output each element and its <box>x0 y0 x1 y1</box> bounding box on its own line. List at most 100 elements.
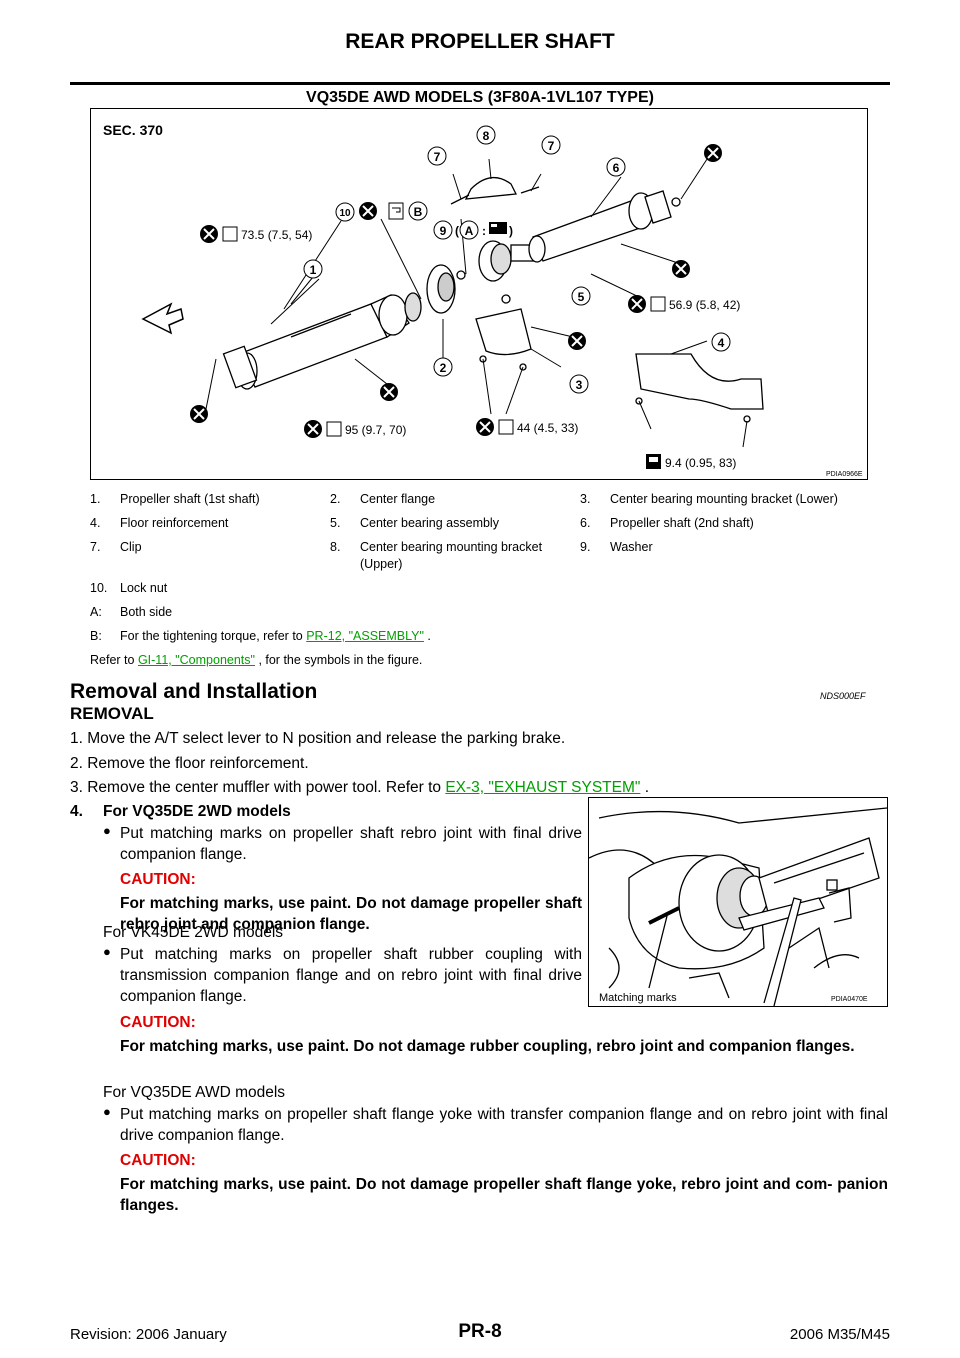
svg-text:7: 7 <box>434 150 441 164</box>
sec-label: SEC. 370 <box>103 122 163 138</box>
legend-row: 1. Propeller shaft (1st shaft) 2. Center… <box>90 488 868 512</box>
legend-num: 8. <box>330 540 341 554</box>
paren-open: ( <box>455 224 459 238</box>
replace-icon-left-bottom <box>190 405 208 423</box>
legend-text: Clip <box>120 540 142 554</box>
legend-row: 7. Clip 8. Center bearing mounting brack… <box>90 536 868 577</box>
legend-num: 6. <box>580 516 591 530</box>
bullet-2: Put matching marks on propeller shaft ru… <box>120 946 582 1005</box>
legend-text: Lock nut <box>120 581 168 595</box>
svg-text:56.9 (5.8, 42): 56.9 (5.8, 42) <box>669 298 740 312</box>
torque-label-1: 73.5 (7.5, 54) <box>200 225 312 243</box>
bullet-icon: ● <box>103 823 111 838</box>
torque-label-5: 9.4 (0.95, 83) <box>646 454 736 470</box>
legend-table: 1. Propeller shaft (1st shaft) 2. Center… <box>90 488 868 601</box>
legend-text: Center bearing assembly <box>360 516 499 530</box>
section-title: VQ35DE AWD MODELS (3F80A-1VL107 TYPE) <box>306 89 654 106</box>
photo-svg: Matching marks PDIA0470E <box>588 807 888 1007</box>
svg-text:8: 8 <box>483 129 490 143</box>
legend-num: 10. <box>90 581 108 595</box>
torque-label-2: 56.9 (5.8, 42) <box>628 295 740 313</box>
callout-8: 8 <box>476 125 496 145</box>
torque-label-4: 44 (4.5, 33) <box>476 418 578 436</box>
torque-icon-b <box>388 202 404 220</box>
legend-text: Propeller shaft (2nd shaft) <box>610 516 754 530</box>
step-3: 3. Remove the center muffler with power … <box>70 779 650 796</box>
link-pr-12-assembly[interactable]: PR-12, "ASSEMBLY" <box>306 629 424 643</box>
link-gi-11-components[interactable]: GI-11, "Components" <box>137 653 255 667</box>
vk45-title: For VK45DE 2WD models <box>103 924 284 941</box>
front-arrow-icon <box>141 302 184 335</box>
matching-marks-photo: Matching marks PDIA0470E <box>588 797 888 1007</box>
floor-reinforcement <box>635 353 764 423</box>
svg-text:B: B <box>414 205 423 219</box>
bullet-1: Put matching marks on propeller shaft re… <box>120 825 582 863</box>
legend-num: 9. <box>580 540 591 554</box>
legend-text: Center bearing mounting bracket (Upper) <box>360 540 543 571</box>
caution-label-2: CAUTION: <box>120 1014 196 1031</box>
symbols-reference: Refer to GI-11, "Components" , for the s… <box>90 653 423 667</box>
svg-text:2: 2 <box>440 361 447 375</box>
callout-6: 6 <box>606 157 626 177</box>
callout-5: 5 <box>571 286 591 306</box>
matching-marks-label: Matching marks <box>599 992 677 1004</box>
footer-model: 2006 M35/M45 <box>789 1326 890 1343</box>
callout-9: 9 <box>433 220 453 240</box>
link-ex-3-exhaust-system[interactable]: EX-3, "EXHAUST SYSTEM" <box>445 779 641 796</box>
legend-num: 1. <box>90 492 101 506</box>
legend-text: Center flange <box>360 492 436 506</box>
legend-num: 5. <box>330 516 341 530</box>
exploded-diagram: .lbl { font-family:"Liberation Sans", sa… <box>90 108 868 480</box>
doc-code: NDS000EF <box>820 691 866 701</box>
paren-close: ) <box>509 224 513 238</box>
photo-code: PDIA0470E <box>831 996 868 1003</box>
legend-num: 3. <box>580 492 591 506</box>
callout-7-left: 7 <box>427 146 447 166</box>
diagram-svg: .lbl { font-family:"Liberation Sans", sa… <box>103 122 863 478</box>
legend-num: 4. <box>90 516 101 530</box>
leader-lines <box>205 152 748 448</box>
legend-text: Washer <box>610 540 653 554</box>
callout-2: 2 <box>433 357 453 377</box>
legend-row: 4. Floor reinforcement 5. Center bearing… <box>90 512 868 536</box>
step-2: 2. Remove the floor reinforcement. <box>70 755 309 772</box>
propeller-shaft-1st <box>222 292 422 390</box>
callout-10: 10 <box>335 202 355 222</box>
svg-text:95 (9.7, 70): 95 (9.7, 70) <box>345 423 406 437</box>
bullet-icon: ● <box>103 944 111 959</box>
svg-text:44 (4.5, 33): 44 (4.5, 33) <box>517 421 578 435</box>
note-a: A:Both side <box>90 605 173 619</box>
header-rule <box>70 82 890 85</box>
colon: : <box>482 224 486 238</box>
callout-4: 4 <box>711 332 731 352</box>
callout-1: 1 <box>303 259 323 279</box>
caution-text-3: For matching marks, use paint. Do not da… <box>120 1176 888 1214</box>
replace-icon-right <box>672 260 690 278</box>
svg-text:4: 4 <box>718 336 725 350</box>
svg-text:7: 7 <box>548 139 555 153</box>
replace-icon-top-right <box>704 144 722 162</box>
removal-installation-title: Removal and Installation <box>70 680 318 703</box>
propeller-shaft-2nd <box>528 190 681 263</box>
caution-label-3: CAUTION: <box>120 1152 196 1169</box>
center-bearing-bracket-upper <box>450 177 540 205</box>
center-bearing-assembly <box>478 240 536 282</box>
step-4-number: 4. <box>70 803 83 820</box>
replace-icon-mid-bottom <box>380 383 398 401</box>
footer-revision: Revision: 2006 January <box>70 1326 227 1343</box>
replace-icon-10 <box>359 202 377 220</box>
bullet-icon: ● <box>103 1104 111 1119</box>
legend-text: Propeller shaft (1st shaft) <box>120 492 260 506</box>
callout-3: 3 <box>569 374 589 394</box>
callout-A: A <box>459 220 479 240</box>
footer-page-number: PR-8 <box>458 1321 502 1342</box>
svg-text:73.5 (7.5, 54): 73.5 (7.5, 54) <box>241 228 312 242</box>
callout-7-right: 7 <box>541 135 561 155</box>
svg-text:1: 1 <box>310 263 317 277</box>
legend-num: 7. <box>90 540 101 554</box>
note-b: B:For the tightening torque, refer to PR… <box>90 629 431 643</box>
awd-title: For VQ35DE AWD models <box>103 1084 286 1101</box>
center-bearing-bracket-lower <box>475 294 532 371</box>
legend-text: Center bearing mounting bracket (Lower) <box>610 492 838 506</box>
caution-label-1: CAUTION: <box>120 871 196 888</box>
